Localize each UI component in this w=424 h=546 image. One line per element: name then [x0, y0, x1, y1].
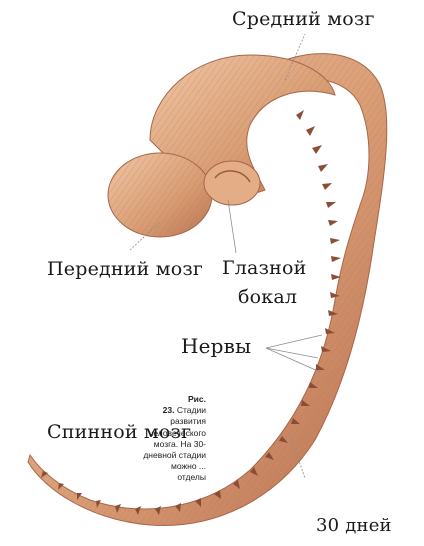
figure-caption: Рис. 23. Стадии развития человеческого м… [140, 394, 206, 484]
optic-cup-shape [204, 161, 260, 205]
caption-text: Стадии развития человеческого мозга. На … [143, 405, 206, 482]
caption-prefix: Рис. [188, 394, 206, 404]
label-optic-cup-line1: Глазной [222, 257, 307, 279]
caption-number: 23. [163, 405, 175, 415]
label-forebrain: Передний мозг [47, 258, 203, 280]
label-nerves: Нервы [181, 334, 251, 358]
label-midbrain: Средний мозг [232, 8, 375, 30]
label-optic-cup-line2: бокал [238, 286, 297, 308]
label-age: 30 дней [316, 515, 392, 536]
